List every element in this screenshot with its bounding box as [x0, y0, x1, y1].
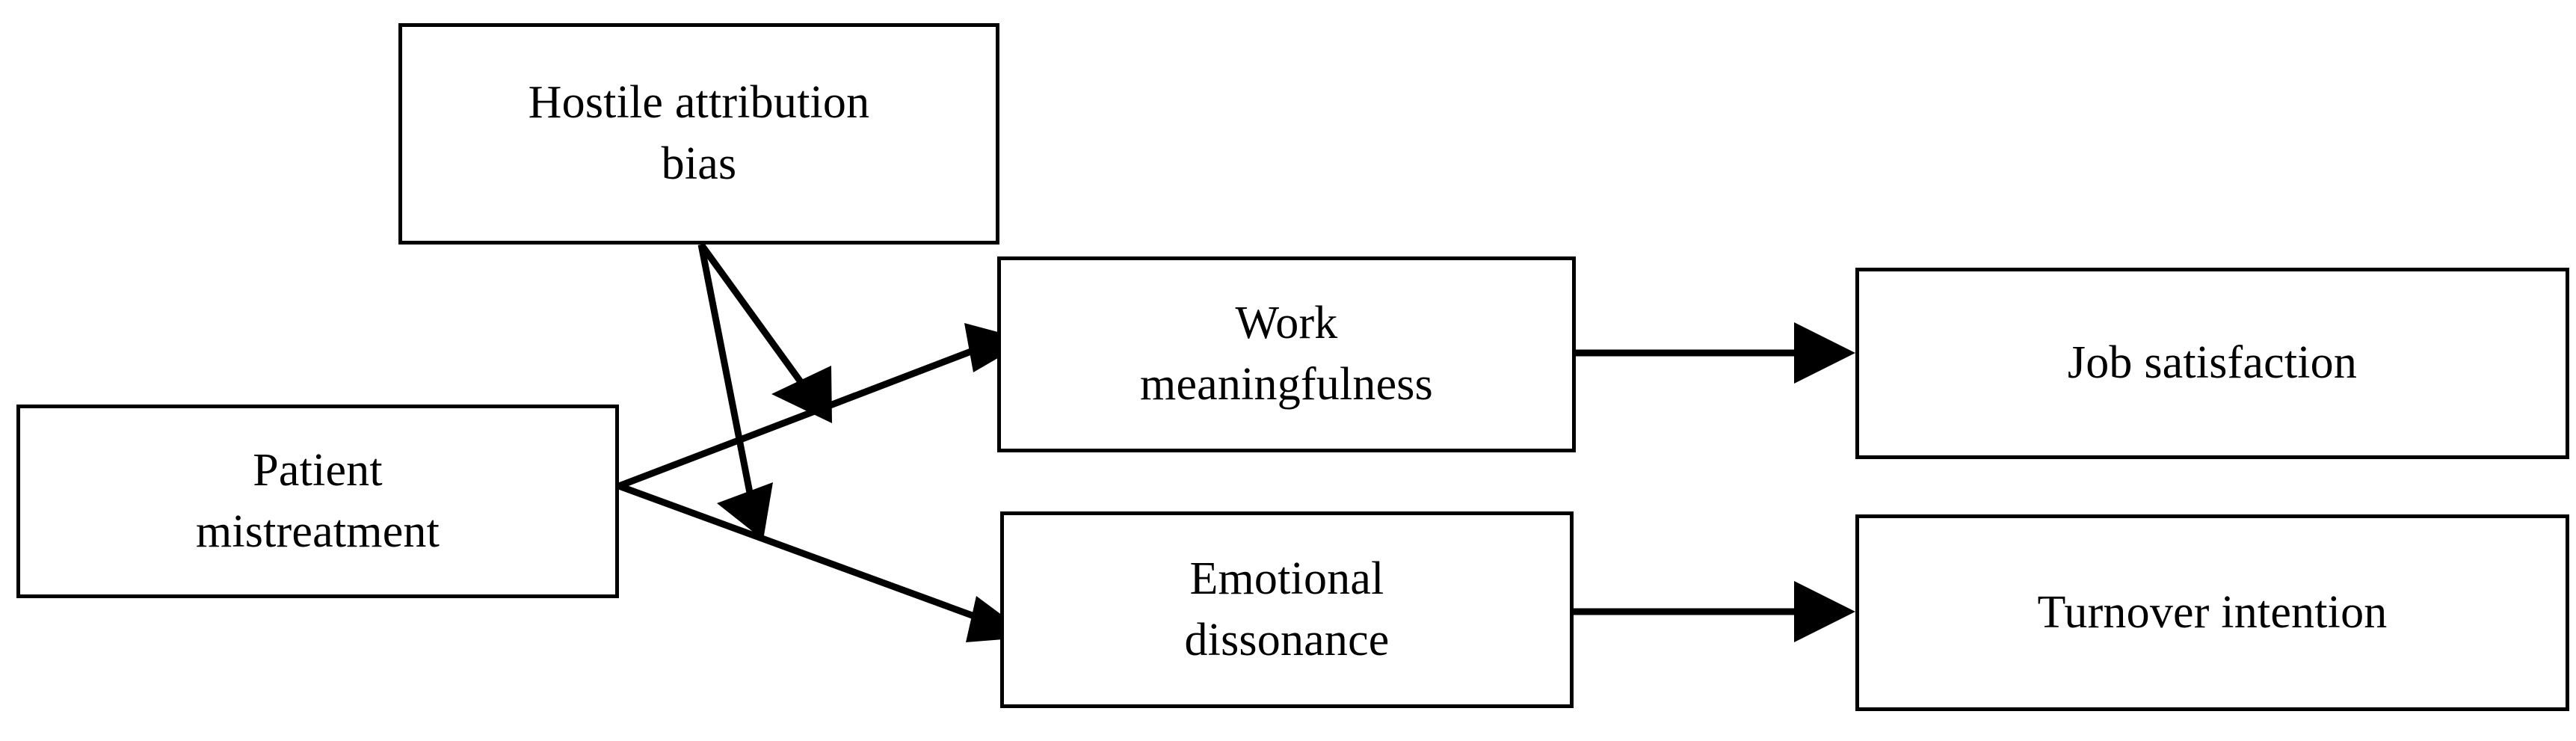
node-label-hostile-attribution-bias: Hostile attribution bias — [528, 77, 870, 189]
edge-emotional-to-turnover — [1574, 581, 1855, 642]
edge-patient-to-emotional — [617, 482, 1032, 642]
node-emotional-dissonance[interactable]: Emotional dissonance — [1000, 511, 1574, 708]
node-label-emotional-dissonance: Emotional dissonance — [1184, 553, 1390, 665]
edge-patient-to-work — [617, 323, 1029, 490]
edge-bias-moderates-patient-to-work — [698, 242, 832, 423]
node-label-work-meaningfulness: Work meaningfulness — [1140, 298, 1433, 410]
node-turnover-intention[interactable]: Turnover intention — [1855, 514, 2569, 711]
edge-work-to-job-satisfaction — [1576, 322, 1855, 384]
node-job-satisfaction[interactable]: Job satisfaction — [1855, 268, 2569, 459]
node-patient-mistreatment[interactable]: Patient mistreatment — [16, 405, 619, 598]
node-label-patient-mistreatment: Patient mistreatment — [195, 444, 440, 557]
node-hostile-attribution-bias[interactable]: Hostile attribution bias — [398, 23, 999, 245]
node-label-turnover-intention: Turnover intention — [2037, 586, 2388, 638]
node-label-job-satisfaction: Job satisfaction — [2067, 337, 2358, 389]
edge-bias-moderates-patient-to-emotional — [697, 244, 773, 540]
node-work-meaningfulness[interactable]: Work meaningfulness — [997, 256, 1576, 452]
